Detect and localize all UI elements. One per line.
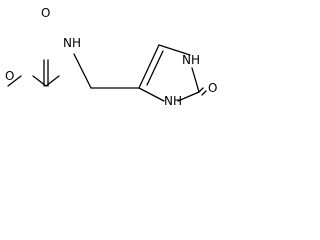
- ester-oxygen-label: O: [5, 69, 14, 83]
- bond-ring-c4-c5-double: [146, 50, 164, 86]
- bonds: [7, 44, 207, 102]
- carbonyl-oxygen-label: O: [41, 6, 50, 20]
- bond-ring-c5-n1: [158, 44, 191, 56]
- atom-labels: O O NH NH NH O: [5, 6, 217, 108]
- ring-nh-bottom-label: NH: [164, 94, 182, 108]
- ring-carbonyl-oxygen-label: O: [208, 81, 217, 95]
- ring-nh-top-label: NH: [182, 53, 200, 67]
- bond-ring-n1-c2: [191, 67, 200, 93]
- bond-ring-n3-c4: [138, 87, 165, 102]
- bond-methyl-ester-oxygen: [7, 75, 22, 87]
- bond-nitrogen-methylene: [73, 53, 92, 89]
- bond-ring-c2-n3: [177, 91, 200, 102]
- bond-carbonyl-carbon-nitrogen: [45, 75, 60, 87]
- bond-ring-carbonyl-double-1: [198, 87, 204, 93]
- structure-diagram: O O NH NH NH O: [5, 6, 217, 108]
- bond-ring-carbonyl-double-2: [201, 90, 207, 96]
- amide-nitrogen-label: NH: [63, 36, 81, 50]
- bond-ring-c4-c5: [138, 44, 160, 89]
